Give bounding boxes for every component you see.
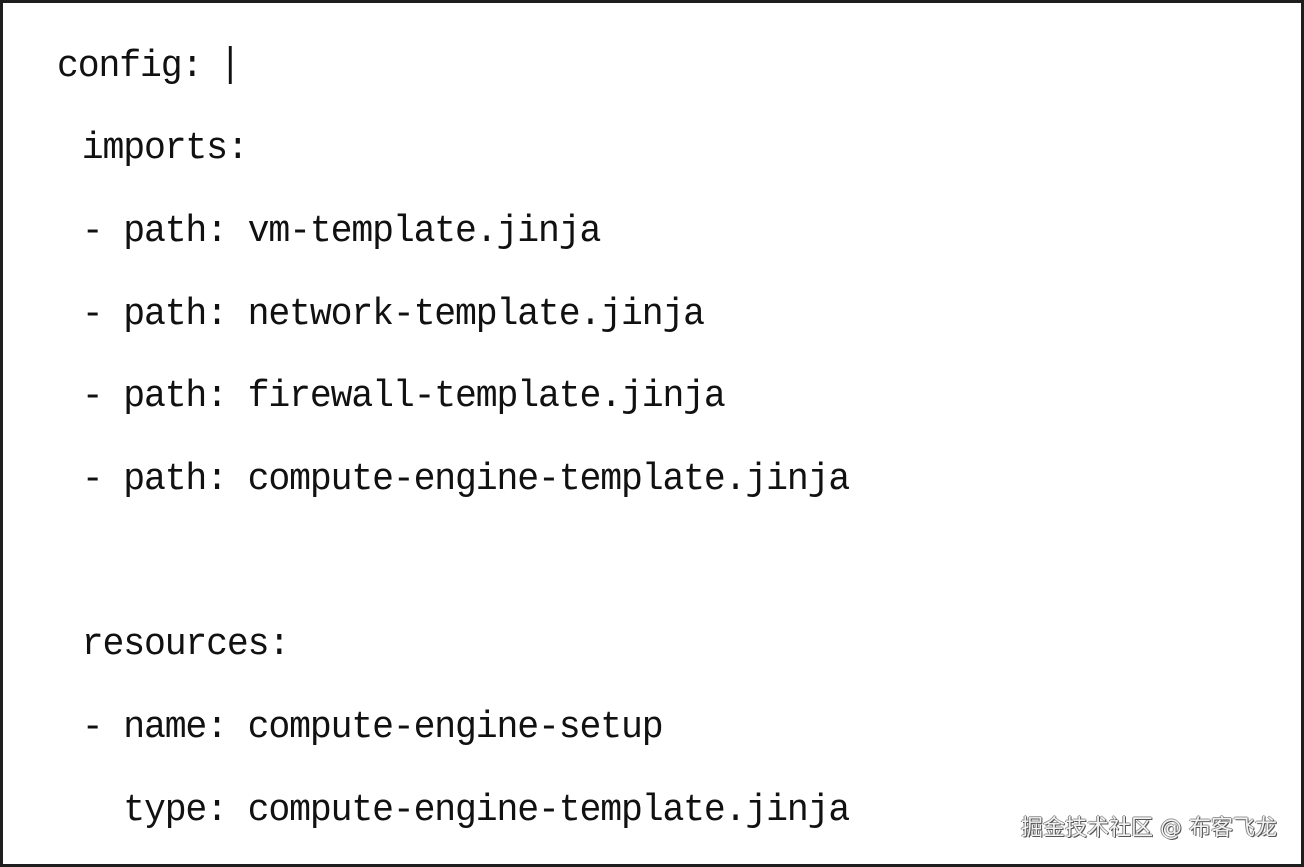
watermark: 掘金技术社区 @ 布客飞龙: [1021, 816, 1277, 841]
code-line-import-vm: - path: vm-template.jinja: [61, 210, 602, 253]
code-line-import-network: - path: network-template.jinja: [61, 293, 705, 336]
code-line-import-firewall: - path: firewall-template.jinja: [61, 375, 726, 418]
code-line-config: config:: [57, 45, 232, 89]
code-text: config:: [57, 45, 223, 88]
code-line-resources: resources:: [61, 623, 291, 666]
code-line-imports: imports:: [61, 127, 249, 170]
code-line-resource-name: - name: compute-engine-setup: [61, 706, 664, 749]
code-line-resource-type: type: compute-engine-template.jinja: [61, 789, 850, 832]
code-line-import-compute: - path: compute-engine-template.jinja: [61, 458, 851, 501]
text-cursor-icon: [228, 46, 232, 84]
